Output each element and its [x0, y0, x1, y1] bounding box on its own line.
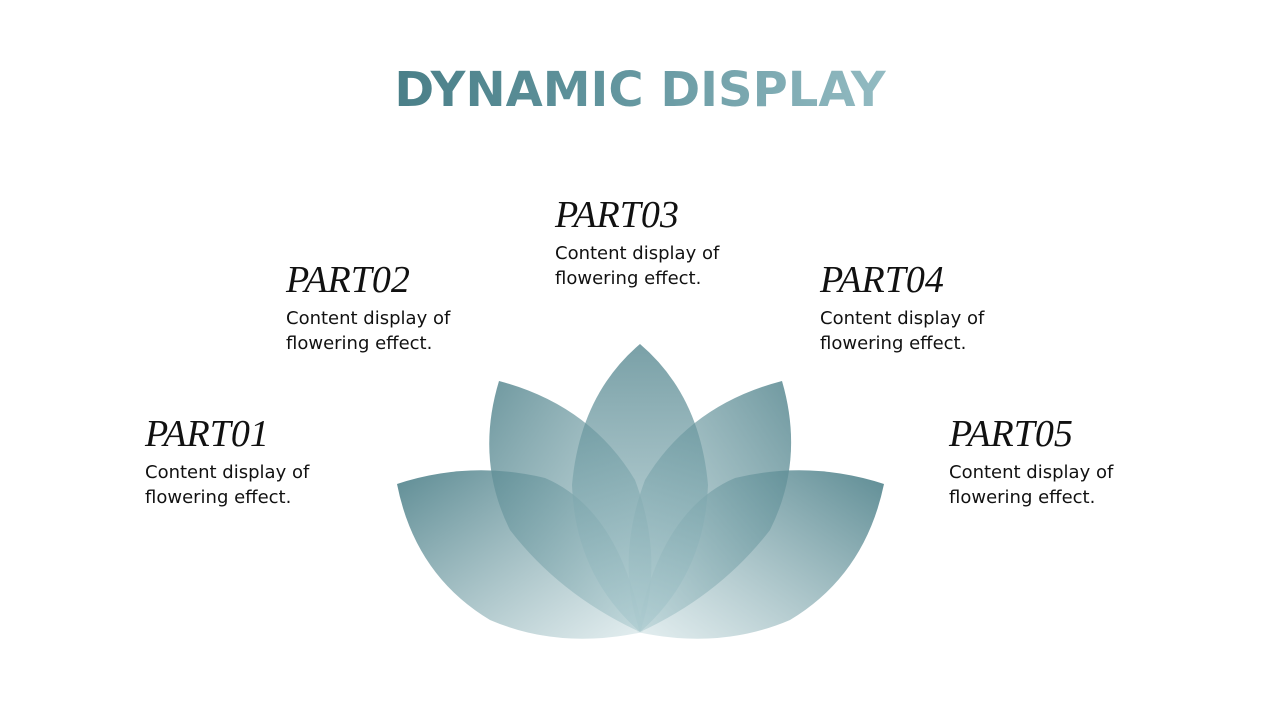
part-05: PART05 Content display of flowering effe… [949, 412, 1189, 510]
part-03: PART03 Content display of flowering effe… [555, 193, 795, 291]
part-04-description: Content display of flowering effect. [820, 308, 985, 354]
part-04: PART04 Content display of flowering effe… [820, 258, 1060, 356]
part-02-description: Content display of flowering effect. [286, 308, 451, 354]
part-01-heading: PART01 [145, 413, 269, 455]
part-05-heading: PART05 [949, 413, 1073, 455]
part-03-heading: PART03 [555, 194, 679, 236]
part-03-description: Content display of flowering effect. [555, 243, 720, 289]
part-01-description: Content display of flowering effect. [145, 462, 310, 508]
part-02: PART02 Content display of flowering effe… [286, 258, 526, 356]
slide-title: DYNAMIC DISPLAY [394, 58, 885, 122]
part-05-description: Content display of flowering effect. [949, 462, 1114, 508]
title-wrap: DYNAMIC DISPLAY [0, 58, 1280, 122]
part-01: PART01 Content display of flowering effe… [145, 412, 385, 510]
part-02-heading: PART02 [286, 259, 410, 301]
lotus-petal-3 [572, 344, 708, 632]
part-04-heading: PART04 [820, 259, 944, 301]
